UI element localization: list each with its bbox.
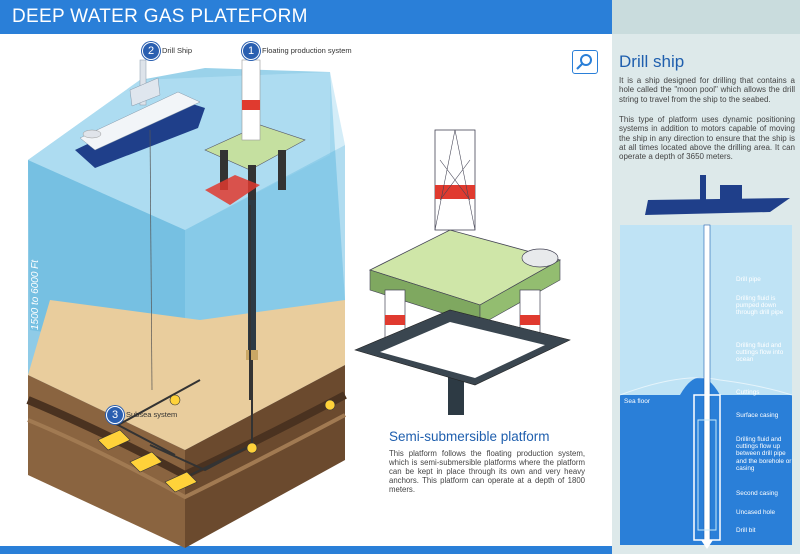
drill-ship-paragraph-1: It is a ship designed for drilling that … xyxy=(619,76,795,104)
semi-sub-title: Semi-submersible platform xyxy=(389,429,550,444)
drill-ship-title: Drill ship xyxy=(619,52,685,71)
callout-drill-pipe: Drill pipe xyxy=(736,276,761,283)
drill-ship-paragraph-2: This type of platform uses dynamic posit… xyxy=(619,115,795,162)
label-floating-production: Floating production system xyxy=(262,46,352,55)
label-drill-ship: Drill Ship xyxy=(162,46,193,55)
callout-fluid-into-ocean: Drilling fluid and cuttings flow into oc… xyxy=(736,342,784,364)
bottom-strip xyxy=(0,546,612,554)
badge-floating-production: 1 xyxy=(242,42,260,60)
header-bar: DEEP WATER GAS PLATEFORM xyxy=(0,0,612,34)
depth-label: 1500 to 6000 Ft xyxy=(30,259,41,330)
side-top-strip xyxy=(612,0,800,34)
callout-uncased-hole: Uncased hole xyxy=(736,509,776,516)
floating-production-illustration xyxy=(204,59,306,360)
badge-subsea: 3 xyxy=(106,406,124,424)
badge-drill-ship: 2 xyxy=(142,42,160,60)
magnifier-glyph xyxy=(576,54,592,70)
label-subsea: Subsea system xyxy=(126,410,178,419)
sea-floor-label: Sea floor xyxy=(624,398,651,405)
semi-submersible-illustration xyxy=(354,129,571,415)
callout-fluid-pumped: Drilling fluid is pumped down through dr… xyxy=(736,295,784,317)
semi-sub-text: This platform follows the floating produ… xyxy=(389,449,585,494)
seabed xyxy=(26,300,347,548)
page-title: DEEP WATER GAS PLATEFORM xyxy=(12,6,308,27)
callout-second-casing: Second casing xyxy=(736,490,778,497)
drill-ship-illustration xyxy=(75,59,205,391)
callout-fluid-up: Drilling fluid and cuttings flow up betw… xyxy=(736,436,792,472)
magnifier-icon[interactable] xyxy=(572,50,598,74)
callout-surface-casing: Surface casing xyxy=(736,412,779,419)
callout-drill-bit: Drill bit xyxy=(736,527,756,534)
callout-cuttings: Cuttings xyxy=(736,389,760,396)
drill-ship-cross-section xyxy=(619,175,793,549)
subsea-system xyxy=(97,205,336,493)
